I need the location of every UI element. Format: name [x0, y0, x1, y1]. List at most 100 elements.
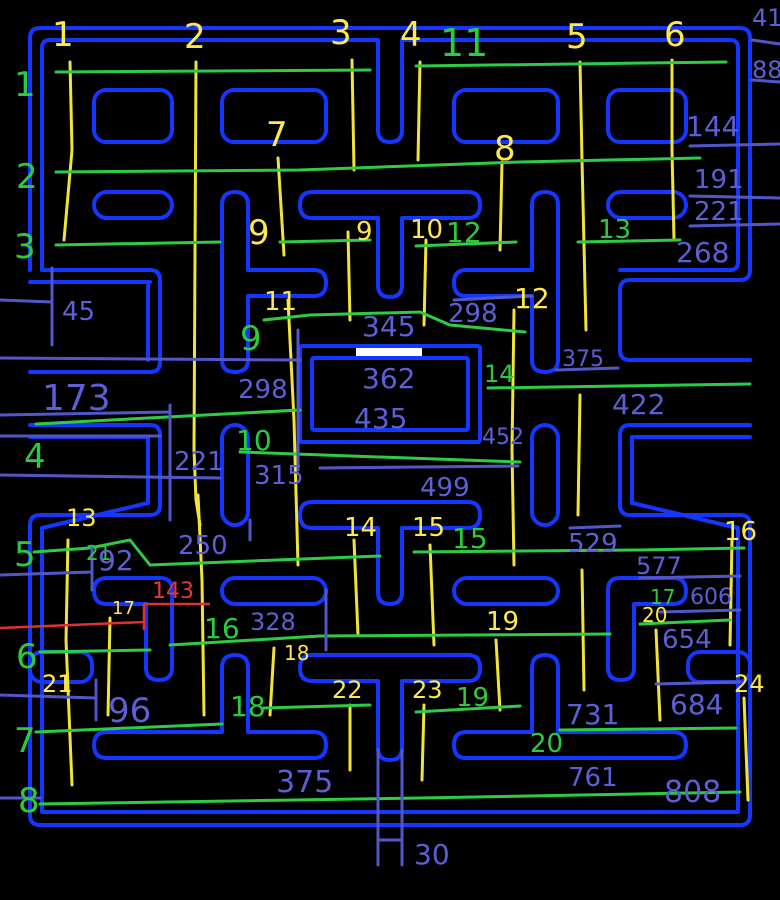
row-number: 13: [598, 215, 631, 245]
row-number: 17: [650, 585, 675, 609]
column-line: [496, 640, 500, 710]
column-number: 6: [664, 15, 686, 55]
measurement-label: 144: [686, 110, 739, 143]
row-line: [40, 792, 740, 804]
column-number: 3: [330, 13, 352, 53]
measurement-label: 684: [670, 688, 723, 721]
row-number: 7: [14, 721, 36, 761]
measurement-label: 654: [662, 625, 712, 655]
column-line: [430, 545, 434, 645]
ghost-house-door: [356, 348, 422, 356]
column-line: [656, 630, 660, 720]
row-number: 12: [446, 216, 482, 249]
row-number: 6: [16, 637, 38, 677]
annotation-line: [320, 466, 518, 468]
annotation-lines: [0, 40, 780, 865]
column-number: 22: [332, 676, 363, 704]
column-number: 18: [284, 641, 309, 665]
column-line: [500, 162, 502, 250]
row-number: 9: [240, 319, 262, 359]
row-number: 10: [236, 424, 272, 457]
row-number: 2: [16, 157, 38, 197]
row-number: 18: [230, 690, 266, 723]
wall-block: [222, 578, 326, 604]
measurement-label: 315: [254, 461, 304, 491]
column-line: [64, 62, 72, 240]
annotation-line: [660, 610, 740, 612]
measurement-label: 577: [636, 552, 682, 580]
measurement-label: 88: [752, 56, 780, 84]
column-line: [582, 570, 584, 690]
measurement-label: 96: [108, 691, 151, 731]
column-number: 12: [514, 282, 550, 315]
wall-block: [94, 90, 172, 142]
outer-wall-top-inner: [42, 40, 738, 270]
wall-block: [454, 578, 558, 604]
measurement-label: 731: [566, 698, 619, 731]
row-number: 19: [456, 683, 489, 713]
measurement-label: 606: [690, 585, 732, 610]
row-number: 8: [18, 781, 40, 821]
measurement-label: 250: [178, 531, 228, 561]
measurement-label: 173: [42, 378, 111, 419]
row-number: 3: [14, 227, 36, 267]
annotation-line: [690, 144, 780, 146]
column-line: [580, 62, 586, 330]
row-number: 5: [14, 535, 36, 575]
measurement-label: 452: [482, 425, 524, 450]
row-line: [56, 158, 700, 172]
column-line: [578, 395, 580, 515]
measurement-label: 41: [752, 4, 780, 32]
measurement-label: 45: [62, 297, 95, 327]
column-line: [348, 232, 350, 320]
measurement-label: 375: [276, 765, 333, 800]
measurement-label: 375: [562, 347, 604, 372]
measurement-label: 345: [362, 310, 415, 343]
row-number: 4: [24, 437, 46, 477]
measurement-label: 529: [568, 529, 618, 559]
column-number: 24: [734, 670, 765, 698]
measurement-label: 298: [448, 299, 498, 329]
row-number: 20: [530, 729, 563, 759]
row-line: [40, 650, 150, 652]
column-line: [744, 698, 748, 800]
measurement-label: 92: [98, 544, 134, 577]
column-number: 17: [112, 598, 135, 619]
measurement-label: 499: [420, 473, 470, 503]
measurement-label: 221: [694, 197, 744, 227]
column-number: 9: [356, 217, 373, 247]
column-line: [418, 62, 420, 160]
annotation-line: [752, 40, 780, 44]
column-number: 21: [42, 670, 73, 698]
measurement-label: 328: [250, 608, 296, 636]
wall-pillar: [532, 425, 558, 525]
column-number: 4: [400, 15, 422, 55]
wall-block: [608, 90, 686, 142]
column-number: 5: [566, 17, 588, 57]
column-number: 7: [266, 115, 288, 155]
row-number: 11: [440, 21, 488, 65]
row-number: 15: [452, 522, 488, 555]
column-number: 14: [344, 513, 377, 543]
wall-block: [94, 192, 172, 218]
column-line: [66, 540, 72, 785]
annotation-line: [656, 682, 740, 684]
annotation-line: [570, 526, 620, 528]
measurement-label: 362: [362, 362, 415, 395]
column-line: [270, 648, 274, 715]
column-number: 8: [494, 129, 516, 169]
measurement-label: 221: [174, 447, 224, 477]
column-number: 9: [248, 213, 270, 253]
measurement-label: 298: [238, 375, 288, 405]
annotation-line: [0, 300, 52, 302]
column-number: 1: [52, 15, 74, 55]
column-line: [354, 540, 358, 635]
row-number: 1: [14, 65, 36, 105]
row-line: [56, 70, 370, 72]
highlight-line: [0, 622, 144, 628]
row-number: 16: [204, 612, 240, 645]
measurement-label: 435: [354, 402, 407, 435]
column-number: 11: [264, 287, 297, 317]
column-number: 10: [410, 215, 443, 245]
